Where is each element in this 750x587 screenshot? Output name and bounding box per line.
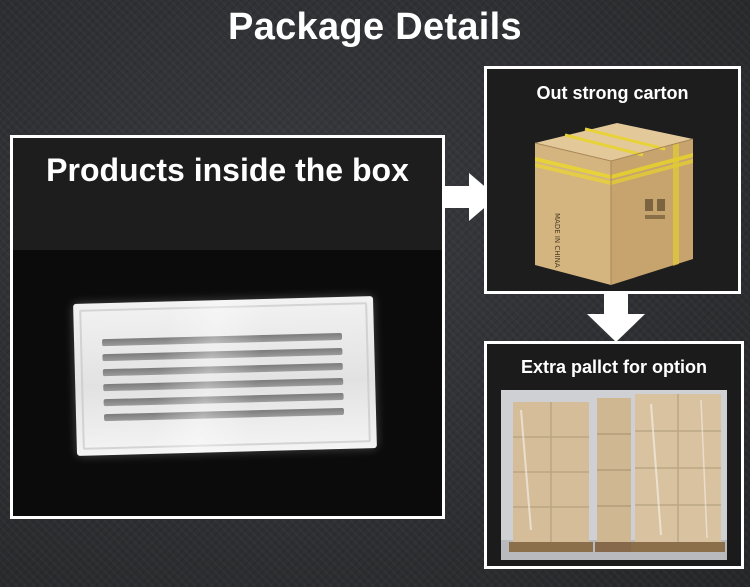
pallet-option-panel: Extra pallct for option <box>484 341 744 569</box>
panel-header-area <box>13 138 442 250</box>
carton-print-text: MADE IN CHINA <box>553 213 561 268</box>
pallet-option-label: Extra pallct for option <box>520 357 707 377</box>
products-inside-label: Products inside the box <box>46 152 409 188</box>
page-title: Package Details <box>228 6 522 48</box>
wrapped-pallets-image <box>501 390 727 560</box>
strong-carton-panel: Out strong carton MADE IN CHINA <box>484 66 741 294</box>
arrow-down-icon <box>587 294 645 342</box>
pallet-stacks-graphic <box>501 390 727 560</box>
wrap-reflection <box>73 296 377 456</box>
strong-carton-label: Out strong carton <box>536 83 689 103</box>
products-inside-panel: Products inside the box <box>10 135 445 519</box>
wrapped-air-grille-image <box>73 296 377 456</box>
carton-box-image: MADE IN CHINA <box>534 123 694 285</box>
arrow-right-icon <box>445 173 497 221</box>
